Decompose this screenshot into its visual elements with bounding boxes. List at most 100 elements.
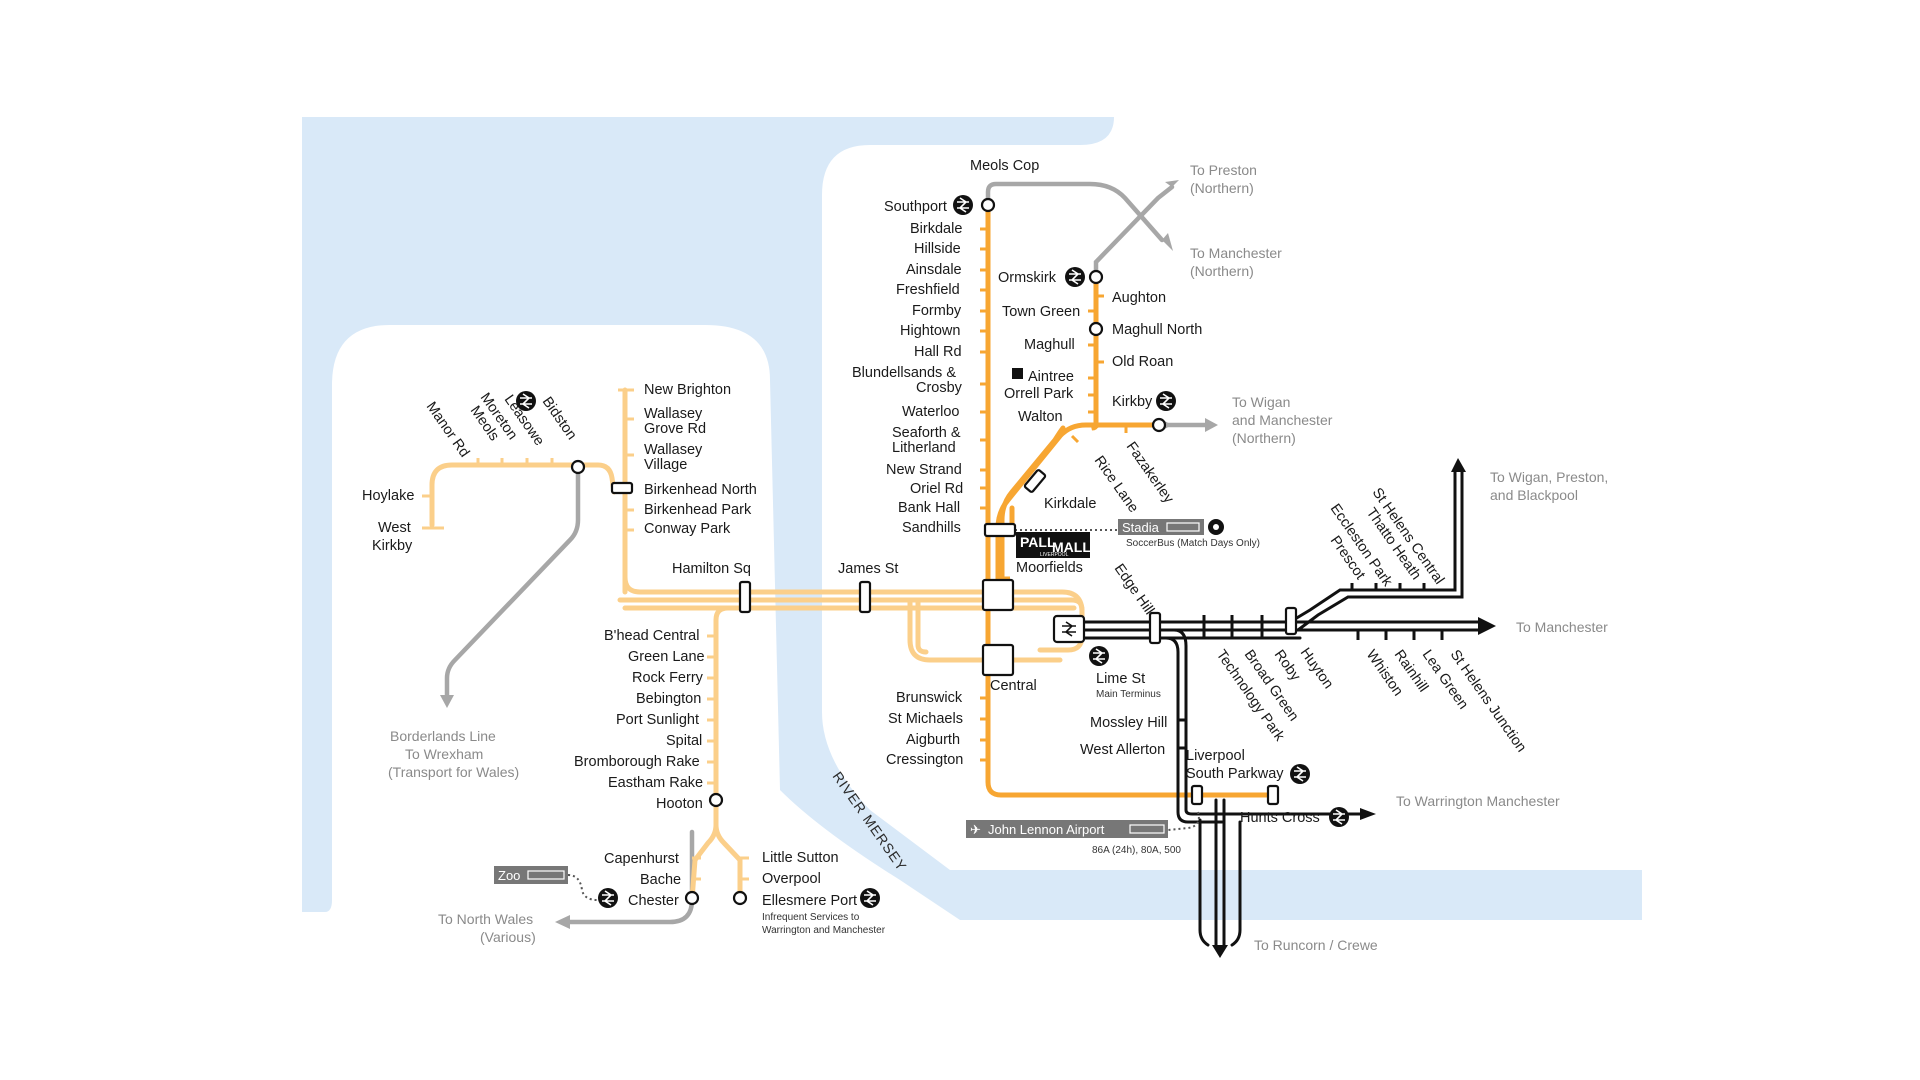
grey-arrowheads: [440, 180, 1218, 929]
svg-text:Old Roan: Old Roan: [1112, 354, 1173, 370]
svg-text:Southport: Southport: [884, 199, 947, 215]
svg-text:Wallasey: Wallasey: [644, 442, 703, 458]
svg-text:Conway Park: Conway Park: [644, 521, 731, 537]
svg-text:James St: James St: [838, 561, 898, 577]
svg-text:Central: Central: [990, 678, 1037, 694]
svg-text:and Blackpool: and Blackpool: [1490, 487, 1578, 503]
svg-text:Meols Cop: Meols Cop: [970, 158, 1039, 174]
bus-icon: [527, 870, 565, 880]
svg-text:Spital: Spital: [666, 733, 702, 749]
destination-labels: To Preston (Northern) To Manchester (Nor…: [388, 162, 1608, 953]
dotted-connections: [567, 529, 1200, 901]
birkenhead-north-marker: [610, 481, 634, 495]
svg-text:To Wigan, Preston,: To Wigan, Preston,: [1490, 469, 1608, 485]
svg-text:Hooton: Hooton: [656, 796, 703, 812]
svg-text:Birkenhead Park: Birkenhead Park: [644, 502, 752, 518]
bus-icon: [1166, 522, 1200, 532]
stadia-connection: Stadia: [1118, 519, 1224, 535]
sandhills-marker: [983, 522, 1017, 538]
svg-text:Oriel Rd: Oriel Rd: [910, 481, 963, 497]
svg-text:Moorfields: Moorfields: [1016, 560, 1083, 576]
svg-text:West: West: [378, 520, 411, 536]
svg-text:Maghull: Maghull: [1024, 337, 1075, 353]
bidston-marker: [570, 459, 586, 475]
svg-text:To Preston: To Preston: [1190, 162, 1257, 178]
svg-text:Hillside: Hillside: [914, 241, 961, 257]
wirral-labels: Hoylake West Kirkby Manor Rd Meols Moret…: [362, 382, 1161, 936]
svg-text:(Northern): (Northern): [1190, 263, 1254, 279]
svg-text:Mossley Hill: Mossley Hill: [1090, 715, 1167, 731]
svg-text:Walton: Walton: [1018, 409, 1063, 425]
national-rail-ticks: [1178, 583, 1444, 750]
southport-marker: [980, 197, 996, 213]
liverpool-south-parkway-marker: [1190, 784, 1204, 806]
svg-text:Bank Hall: Bank Hall: [898, 500, 960, 516]
lime-st-nr-glyph: [1062, 621, 1076, 637]
water-area: [302, 117, 1642, 920]
svg-text:PALL: PALL: [1020, 534, 1056, 550]
ellesmere-port-marker: [732, 890, 748, 906]
national-rail-lines: [1058, 468, 1482, 947]
airport-connection: ✈ John Lennon Airport: [966, 820, 1168, 838]
svg-text:To Wrexham: To Wrexham: [405, 746, 483, 762]
svg-text:(Various): (Various): [480, 929, 536, 945]
svg-text:Rock Ferry: Rock Ferry: [632, 670, 704, 686]
wirral-line: [429, 387, 1085, 903]
svg-text:Bebington: Bebington: [636, 691, 701, 707]
svg-text:Chester: Chester: [628, 893, 679, 909]
svg-text:MALL: MALL: [1052, 539, 1091, 555]
svg-text:and Manchester: and Manchester: [1232, 412, 1333, 428]
svg-text:Birkdale: Birkdale: [910, 221, 962, 237]
hooton-marker: [708, 792, 724, 808]
svg-text:Grove Rd: Grove Rd: [644, 421, 706, 437]
svg-text:Hamilton Sq: Hamilton Sq: [672, 561, 751, 577]
airport-icon: ✈: [970, 822, 981, 837]
svg-text:To Wigan: To Wigan: [1232, 394, 1290, 410]
svg-text:Edge Hill: Edge Hill: [1111, 561, 1157, 618]
northern-line: [985, 202, 1277, 798]
svg-text:Port Sunlight: Port Sunlight: [616, 712, 699, 728]
svg-text:Brunswick: Brunswick: [896, 690, 963, 706]
svg-text:New Brighton: New Brighton: [644, 382, 731, 398]
station-markers[interactable]: [570, 197, 1298, 906]
svg-text:Kirkby: Kirkby: [372, 538, 413, 554]
svg-text:Green Lane: Green Lane: [628, 649, 705, 665]
svg-text:Stadia: Stadia: [1122, 520, 1160, 535]
svg-text:Village: Village: [644, 457, 687, 473]
svg-text:Kirkby: Kirkby: [1112, 394, 1153, 410]
svg-text:Ormskirk: Ormskirk: [998, 270, 1057, 286]
svg-text:Crosby: Crosby: [916, 380, 963, 396]
edge-hill-marker: [1148, 611, 1162, 645]
svg-text:Zoo: Zoo: [498, 868, 520, 883]
svg-text:Bromborough Rake: Bromborough Rake: [574, 754, 700, 770]
racecourse-icon: [1012, 368, 1023, 379]
svg-text:South Parkway: South Parkway: [1186, 766, 1284, 782]
svg-text:Ellesmere Port: Ellesmere Port: [762, 893, 857, 909]
svg-text:Orrell Park: Orrell Park: [1004, 386, 1074, 402]
wirral-station-ticks: [422, 388, 749, 881]
svg-text:Town Green: Town Green: [1002, 304, 1080, 320]
ormskirk-marker: [1088, 269, 1104, 285]
svg-text:LIVERPOOL: LIVERPOOL: [1040, 552, 1069, 558]
northern-labels: Meols Cop Southport Birkdale Hillside Ai…: [852, 158, 1320, 826]
hamilton-sq-marker: [738, 580, 752, 614]
svg-text:Cressington: Cressington: [886, 752, 963, 768]
svg-text:Ainsdale: Ainsdale: [906, 262, 962, 278]
svg-text:To Runcorn / Crewe: To Runcorn / Crewe: [1254, 937, 1378, 953]
svg-text:Bache: Bache: [640, 872, 681, 888]
svg-text:Birkenhead North: Birkenhead North: [644, 482, 757, 498]
svg-text:Formby: Formby: [912, 303, 962, 319]
svg-text:Hightown: Hightown: [900, 323, 960, 339]
moorfields-marker: [981, 578, 1015, 612]
svg-text:86A (24h), 80A, 500: 86A (24h), 80A, 500: [1092, 845, 1181, 856]
svg-text:Lime St: Lime St: [1096, 671, 1145, 687]
svg-text:New Strand: New Strand: [886, 462, 962, 478]
svg-text:Infrequent Services to: Infrequent Services to: [762, 912, 860, 923]
svg-text:Manor Rd: Manor Rd: [423, 399, 473, 460]
svg-text:Borderlands Line: Borderlands Line: [390, 728, 496, 744]
national-rail-arrowheads: [1212, 458, 1496, 958]
svg-text:Overpool: Overpool: [762, 871, 821, 887]
svg-text:Main Terminus: Main Terminus: [1096, 689, 1161, 700]
svg-text:Blundellsands &: Blundellsands &: [852, 365, 956, 381]
